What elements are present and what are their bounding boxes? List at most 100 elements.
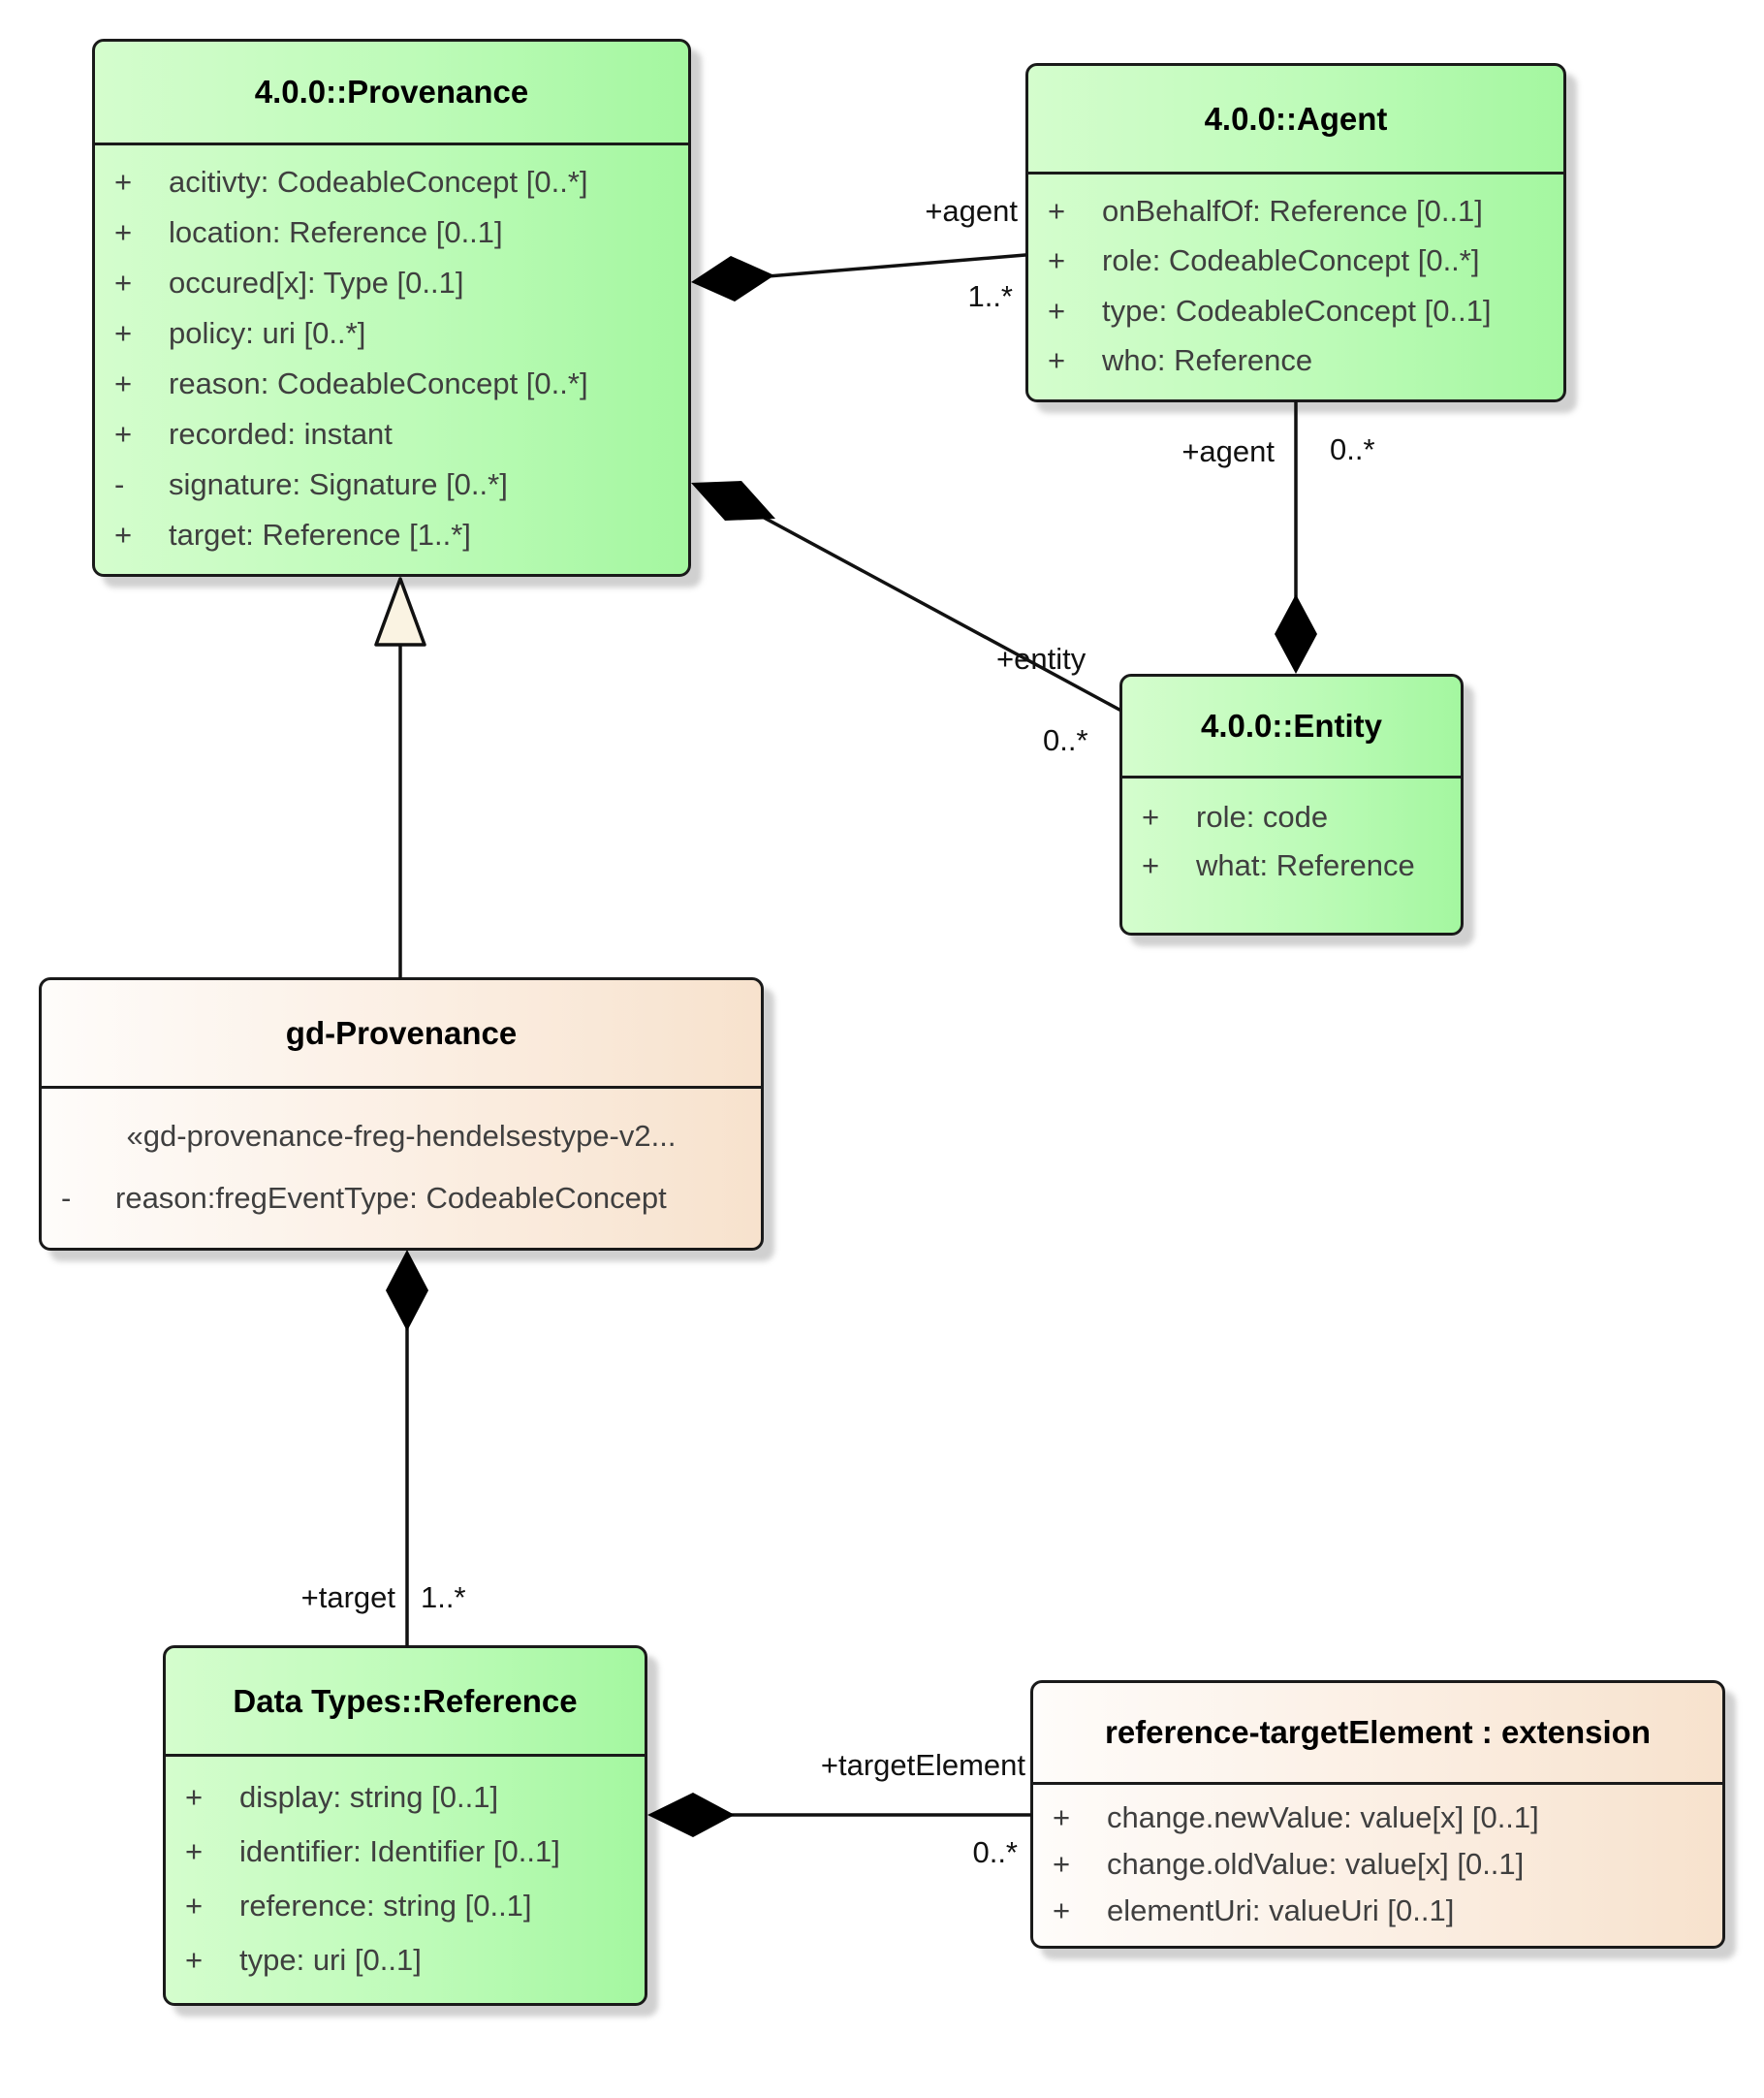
attribute-text: change.oldValue: value[x] [0..1] — [1107, 1847, 1525, 1881]
visibility-marker: + — [185, 1780, 204, 1814]
stereotype-row: «gd-provenance-freg-hendelsestype-v2... — [61, 1119, 755, 1154]
attribute-row: +identifier: Identifier [0..1] — [185, 1834, 639, 1869]
class-agent: 4.0.0::Agent + onBehalfOf: Reference [0..… — [1025, 63, 1566, 402]
attribute-row: - reason:fregEventType: CodeableConcept — [61, 1181, 755, 1216]
composition-edge-provenance-agent — [731, 253, 1027, 281]
visibility-marker: + — [1053, 1800, 1071, 1834]
attribute-row: + target: Reference [1..*] — [114, 518, 682, 553]
attribute-text: reference: string [0..1] — [239, 1889, 532, 1923]
attribute-text: role: code — [1196, 800, 1329, 834]
attribute-text: acitivty: CodeableConcept [0..*] — [169, 165, 588, 199]
visibility-marker: + — [114, 417, 133, 451]
attribute-text: what: Reference — [1196, 848, 1415, 882]
composition-diamond-provenance-agent — [691, 256, 774, 302]
edge-label-target-element-role: +targetElement — [820, 1748, 1025, 1782]
attribute-row: +who: Reference — [1048, 343, 1558, 378]
class-extension-attributes: + change.newValue: value[x] [0..1] + chang… — [1033, 1785, 1722, 1946]
class-agent-title: 4.0.0::Agent — [1028, 66, 1563, 175]
class-entity-attributes: + role: code + what: Reference — [1122, 779, 1461, 933]
attribute-row: + reason: CodeableConcept [0..*] — [114, 366, 682, 401]
visibility-marker: + — [1048, 293, 1066, 328]
class-entity: 4.0.0::Entity +role: code +what: Referen… — [1119, 674, 1464, 936]
attribute-row: + elementUri: valueUri [0..1] — [1053, 1893, 1717, 1928]
visibility-marker: + — [1142, 848, 1160, 882]
edge-label-agent-entity-multiplicity: 0..* — [1330, 432, 1375, 466]
edge-label-target-element-multiplicity: 0..* — [972, 1835, 1018, 1869]
attribute-row: + occured[x]: Type [0..1] — [114, 266, 682, 301]
class-agent-attributes: + onBehalfOf: Reference [0..1] + role: Cod… — [1028, 175, 1563, 399]
attribute-row: + role: CodeableConcept [0..*] — [1048, 243, 1558, 278]
visibility-marker: + — [1048, 243, 1066, 278]
class-reference: Data Types::Reference + display: string [… — [163, 1645, 647, 2006]
class-gd-provenance-attributes: «gd-provenance-freg-hendelsestype-v2... … — [42, 1089, 761, 1248]
class-extension-title: reference-targetElement : extension — [1033, 1683, 1722, 1785]
generalization-triangle-icon — [374, 577, 426, 647]
composition-diamond-reference-extension — [647, 1793, 735, 1837]
attribute-text: policy: uri [0..*] — [169, 316, 366, 350]
visibility-marker: + — [1048, 193, 1066, 228]
class-provenance: 4.0.0::Provenance + acitivty: CodeableCon… — [92, 39, 691, 577]
edge-label-target-multiplicity: 1..* — [421, 1580, 466, 1614]
visibility-marker: - — [114, 467, 125, 501]
attribute-text: recorded: instant — [169, 417, 393, 451]
visibility-marker: + — [185, 1889, 204, 1923]
edge-label-entity-multiplicity: 0..* — [1043, 723, 1088, 757]
visibility-marker: + — [1142, 800, 1160, 834]
class-provenance-attributes: + acitivty: CodeableConcept [0..*] +locat… — [95, 145, 688, 574]
attribute-text: change.newValue: value[x] [0..1] — [1107, 1800, 1539, 1834]
attribute-text: elementUri: valueUri [0..1] — [1107, 1893, 1455, 1927]
attribute-row: + change.oldValue: value[x] [0..1] — [1053, 1847, 1717, 1882]
class-gd-provenance-title: gd-Provenance — [42, 980, 761, 1089]
edge-label-agent-role: +agent — [925, 194, 1018, 228]
visibility-marker: + — [114, 165, 133, 199]
attribute-row: + change.newValue: value[x] [0..1] — [1053, 1800, 1717, 1835]
visibility-marker: + — [114, 266, 133, 300]
class-gd-provenance: gd-Provenance «gd-provenance-freg-hendel… — [39, 977, 764, 1251]
visibility-marker: + — [185, 1943, 204, 1977]
attribute-row: + policy: uri [0..*] — [114, 316, 682, 351]
visibility-marker: + — [1053, 1893, 1071, 1927]
attribute-row: + what: Reference — [1142, 848, 1455, 883]
visibility-marker: + — [1053, 1847, 1071, 1881]
attribute-text: type: CodeableConcept [0..1] — [1102, 293, 1492, 328]
composition-diamond-agent-entity — [1275, 594, 1317, 674]
attribute-text: occured[x]: Type [0..1] — [169, 266, 464, 300]
class-reference-target-element-extension: reference-targetElement : extension + cha… — [1030, 1680, 1725, 1949]
visibility-marker: + — [185, 1834, 204, 1868]
class-reference-title: Data Types::Reference — [166, 1648, 645, 1757]
attribute-row: + role: code — [1142, 800, 1455, 835]
attribute-row: + acitivty: CodeableConcept [0..*] — [114, 165, 682, 200]
attribute-text: role: CodeableConcept [0..*] — [1102, 243, 1480, 278]
attribute-text: target: Reference [1..*] — [169, 518, 471, 552]
attribute-text: reason: CodeableConcept [0..*] — [169, 366, 588, 400]
attribute-row: + type: CodeableConcept [0..1] — [1048, 294, 1558, 329]
attribute-row: + recorded: instant — [114, 417, 682, 452]
attribute-row: + type: uri [0..1] — [185, 1943, 639, 1978]
attribute-text: onBehalfOf: Reference [0..1] — [1102, 193, 1483, 228]
class-entity-title: 4.0.0::Entity — [1122, 677, 1461, 779]
visibility-marker: + — [114, 215, 133, 249]
visibility-marker: + — [114, 366, 133, 400]
composition-diamond-gdprovenance-reference — [386, 1250, 428, 1331]
attribute-row: + onBehalfOf: Reference [0..1] — [1048, 194, 1558, 229]
edge-label-agent-entity-role: +agent — [1181, 434, 1275, 468]
attribute-row: + display: string [0..1] — [185, 1780, 639, 1815]
edge-label-agent-multiplicity: 1..* — [967, 279, 1013, 313]
visibility-marker: + — [1048, 343, 1066, 378]
attribute-text: reason:fregEventType: CodeableConcept — [115, 1180, 667, 1215]
visibility-marker: + — [114, 316, 133, 350]
attribute-row: +location: Reference [0..1] — [114, 215, 682, 250]
attribute-row: + reference: string [0..1] — [185, 1889, 639, 1923]
attribute-text: display: string [0..1] — [239, 1780, 499, 1814]
visibility-marker: - — [61, 1180, 72, 1215]
attribute-text: type: uri [0..1] — [239, 1943, 422, 1977]
attribute-text: signature: Signature [0..*] — [169, 467, 508, 501]
class-provenance-title: 4.0.0::Provenance — [95, 42, 688, 145]
edge-label-target-role: +target — [300, 1580, 395, 1614]
stereotype-text: «gd-provenance-freg-hendelsestype-v2... — [126, 1119, 677, 1154]
edge-label-entity-role: +entity — [996, 642, 1087, 676]
visibility-marker: + — [114, 518, 133, 552]
attribute-row: - signature: Signature [0..*] — [114, 467, 682, 502]
composition-diamond-provenance-entity — [691, 481, 775, 521]
